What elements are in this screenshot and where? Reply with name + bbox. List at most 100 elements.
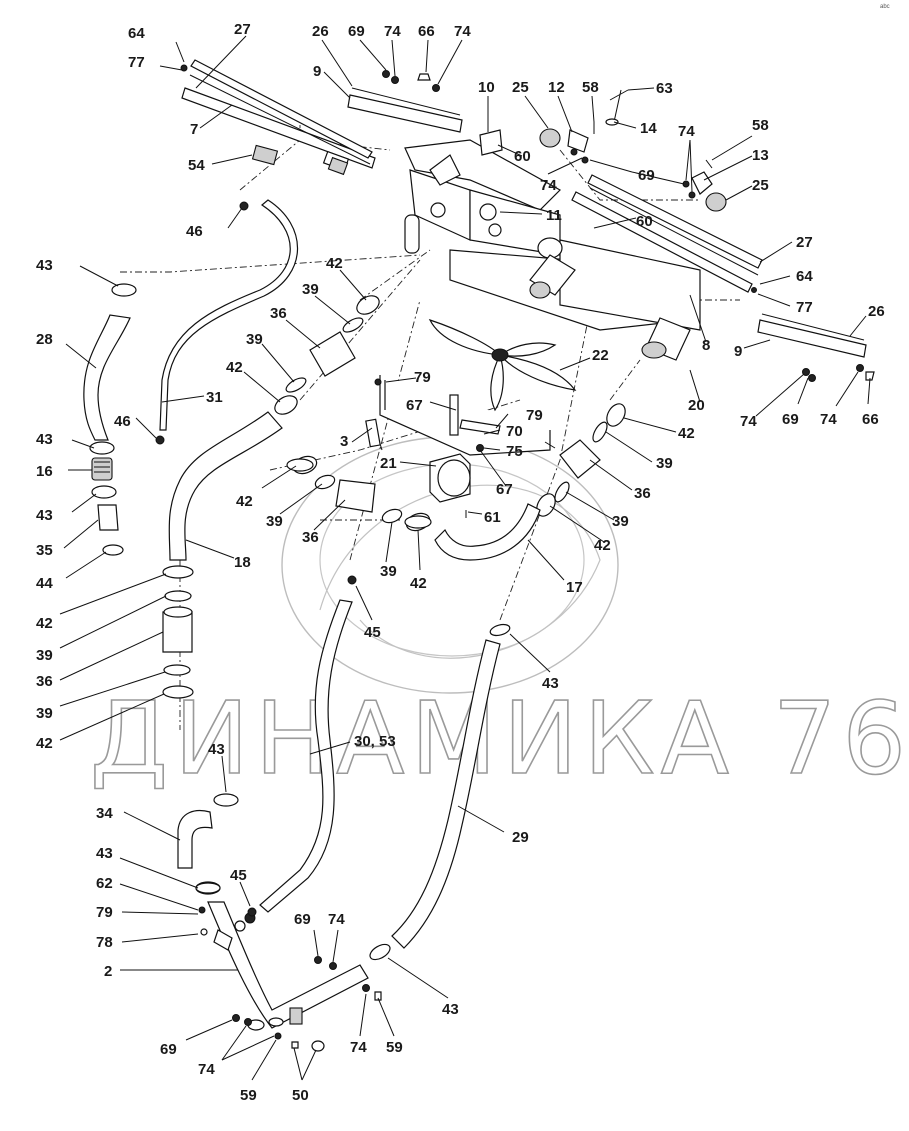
callout-42: 42 (594, 537, 611, 554)
callout-67: 67 (406, 397, 423, 414)
callout-labels: 64 77 27 26 69 74 66 74 9 10 25 12 58 63… (36, 21, 885, 1104)
pipe-2 (198, 901, 382, 1052)
callout-11: 11 (546, 207, 562, 224)
callout-42: 42 (236, 493, 253, 510)
callout-9: 9 (734, 343, 742, 360)
callout-39: 39 (246, 331, 263, 348)
callout-63: 63 (656, 80, 673, 97)
callout-78: 78 (96, 934, 113, 951)
fan-impeller-22 (428, 318, 577, 412)
callout-74: 74 (350, 1039, 367, 1056)
callout-36: 36 (634, 485, 651, 502)
pad-54 (251, 144, 279, 166)
callout-36: 36 (270, 305, 287, 322)
callout-25: 25 (512, 79, 529, 96)
callout-22: 22 (592, 347, 609, 364)
callout-46: 46 (186, 223, 203, 240)
leader-lines (59, 35, 871, 1081)
callout-74: 74 (384, 23, 401, 40)
hose-31 (159, 199, 299, 431)
callout-20: 20 (688, 397, 705, 414)
coupling-36-upper-left (274, 295, 380, 415)
callout-17: 17 (566, 579, 583, 596)
callout-27: 27 (796, 234, 813, 251)
callout-62: 62 (96, 875, 113, 892)
wiper-blade-right-9b (757, 313, 867, 358)
callout-59: 59 (386, 1039, 403, 1056)
callout-14: 14 (640, 120, 657, 137)
callout-42: 42 (410, 575, 427, 592)
callout-28: 28 (36, 331, 53, 348)
callout-74: 74 (740, 413, 757, 430)
clip-45b (247, 907, 257, 917)
clip-46b (155, 435, 165, 445)
callout-39: 39 (612, 513, 629, 530)
callout-42: 42 (326, 255, 343, 272)
callout-16: 16 (36, 463, 53, 480)
callout-39: 39 (380, 563, 397, 580)
callout-64: 64 (796, 268, 813, 285)
callout-79: 79 (526, 407, 543, 424)
callout-43: 43 (36, 257, 53, 274)
callout-74: 74 (328, 911, 345, 928)
fan-outlet-20 (641, 341, 667, 359)
callout-46: 46 (114, 413, 131, 430)
heater-housing-assembly (404, 129, 701, 361)
callout-69: 69 (348, 23, 365, 40)
watermark-text: ДИНАМИКА 76 (90, 680, 909, 797)
callout-61: 61 (484, 509, 501, 526)
callout-69: 69 (638, 167, 655, 184)
hose-28-assembly (83, 283, 137, 556)
callout-26: 26 (312, 23, 329, 40)
callout-43: 43 (442, 1001, 459, 1018)
callout-70: 70 (506, 423, 523, 440)
callout-42: 42 (226, 359, 243, 376)
callout-69: 69 (160, 1041, 177, 1058)
clip-45a (347, 575, 357, 585)
callout-64: 64 (128, 25, 145, 42)
callout-54: 54 (188, 157, 205, 174)
callout-42: 42 (36, 735, 53, 752)
callout-21: 21 (380, 455, 397, 472)
callout-66: 66 (418, 23, 435, 40)
callout-60: 60 (636, 213, 653, 230)
trim-strip-right-27 (571, 174, 763, 293)
bracket-frame-79 (374, 375, 556, 456)
bumper-25b (705, 192, 727, 212)
callout-39: 39 (36, 647, 53, 664)
clamp-43-hose29-bottom (369, 943, 391, 961)
callout-2: 2 (104, 963, 112, 980)
callout-77: 77 (128, 54, 145, 71)
clamp-43-hose29-top (489, 623, 511, 637)
callout-10: 10 (478, 79, 495, 96)
callout-7: 7 (190, 121, 198, 138)
wiper-blade-right-9 (347, 87, 463, 133)
callout-45: 45 (364, 624, 381, 641)
callout-43: 43 (36, 431, 53, 448)
callout-42: 42 (36, 615, 53, 632)
callout-43: 43 (36, 507, 53, 524)
callout-43: 43 (96, 845, 113, 862)
callout-12: 12 (548, 79, 565, 96)
callout-42: 42 (678, 425, 695, 442)
pad-54b (327, 156, 349, 176)
elbow-34 (177, 793, 239, 895)
callout-26: 26 (868, 303, 885, 320)
callout-74: 74 (540, 177, 557, 194)
callout-69: 69 (294, 911, 311, 928)
callout-29: 29 (512, 829, 529, 846)
coupling-36-upper-right (536, 403, 626, 517)
clamp-43-34 (195, 882, 221, 894)
callout-36: 36 (36, 673, 53, 690)
callout-59: 59 (240, 1087, 257, 1104)
callout-25: 25 (752, 177, 769, 194)
callout-18: 18 (234, 554, 251, 571)
callout-69: 69 (782, 411, 799, 428)
callout-74: 74 (454, 23, 471, 40)
pads-and-fasteners-top (180, 64, 875, 382)
callout-43: 43 (542, 675, 559, 692)
callout-39: 39 (302, 281, 319, 298)
watermark: ДИНАМИКА 76 (89, 436, 909, 798)
callout-74: 74 (678, 123, 695, 140)
clamp-42-mid-right (404, 515, 432, 529)
